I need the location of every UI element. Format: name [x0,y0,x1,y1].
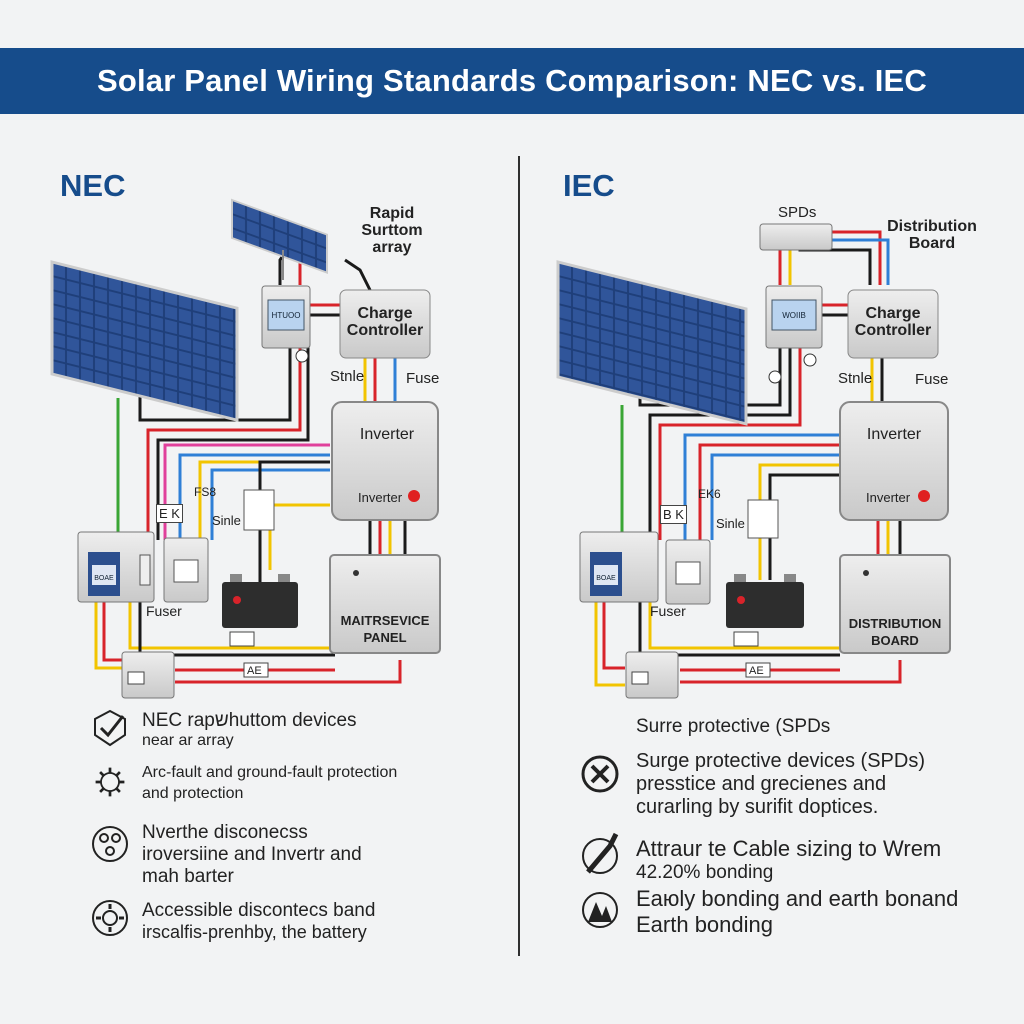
iec-bk-label: B K [660,505,687,524]
iec-connector-2 [745,662,771,678]
gear-plug-icon [92,900,128,936]
iec-inverter-box [839,401,949,521]
nec-note-2-line2: and protection [142,785,244,802]
iec-note-2: Attraur te Cable sizing to Wrem 42.20% b… [636,836,941,884]
nec-note-1-line1: NEC rapשhuttom devices [142,710,357,731]
iec-small-device [747,499,779,539]
nec-inverter-led-label: Inverter [358,490,403,505]
nec-inverter-label: Inverter [359,426,415,443]
nec-ae-label: AE [247,665,262,677]
iec-solar-panel-main [556,260,748,426]
x-circle-icon [581,755,619,793]
iec-note-1: Surge protective devices (SPDs) presstic… [636,750,925,819]
nec-diagram: HTUOO BOAE [50,198,441,699]
nec-sinle-label: Sinle [212,513,241,528]
nec-note-4: Accessible disconteсs band irscalfis-pre… [142,900,375,943]
iec-charge-controller-label: Charge Controller [854,305,932,339]
nec-inverter-box [331,401,439,521]
nec-connector-2 [243,662,269,678]
nec-fuser-label: Fuser [146,603,182,619]
nec-note-1-line2: near ar array [142,732,234,749]
page-title: Solar Panel Wiring Standards Comparison:… [0,48,1024,114]
nec-solar-panel-small [231,198,328,274]
iec-meter-text: WOIIB [782,311,806,320]
gear-shield-icon [95,767,125,797]
iec-rapid-shutdown-device: WOIIB [765,285,823,384]
nec-solar-panel-main [50,260,239,422]
iec-disconnect-box [665,539,711,605]
nec-rapid-shutdown-device: HTUOO [261,285,311,363]
nec-meter [121,651,175,699]
nec-note-2: Arc-fault and ground-fault protection an… [142,764,397,803]
iec-note-2-line1: Attraur te Cable sizing to Wrem [636,836,942,861]
center-divider [518,156,520,956]
iec-meter [625,651,679,699]
iec-stnle-label: Stnle [838,370,873,387]
nec-note-3-line3: mah barter [142,866,234,887]
iec-ae-label: AE [749,665,764,677]
nec-small-device [243,489,275,531]
nec-fuse-label: Fuse [406,370,440,387]
nec-rapid-shutdown-label: Rapid Surttom array [361,205,423,256]
nec-connector-1 [229,631,255,647]
nec-disconnect-box [163,537,209,603]
nec-note-2-line1: Arc-fault and ground-fault protection [142,764,398,781]
nec-note-4-line2: irscalfis-prenhby, the battery [142,922,367,942]
nec-panel-label: MAITRSEVICE PANEL [340,613,430,645]
iec-diagram: WOIIB BOAE [556,223,951,699]
iec-battery [726,574,804,628]
iec-distribution-board-box [839,554,951,654]
nec-note-3-line1: Nverthe disconecss [142,822,308,843]
nec-charge-controller-label: Charge Controller [346,305,424,339]
iec-heading: IEC [563,168,615,203]
nec-breaker-text: BOAE [94,575,114,582]
iec-note-1-line2: presstice and grecienes and [636,773,887,795]
iec-inverter-label: Inverter [866,426,922,443]
iec-note-3-line2: Earth bonding [636,912,773,937]
iec-note-3: Eaюly bonding and earth bonand Earth bon… [636,886,958,938]
iec-fuser-label: Fuser [650,603,686,619]
iec-note-1-line1: Surge protective devices (SPDs) [636,750,926,772]
iec-breaker-text: BOAE [596,575,616,582]
nec-note-4-line1: Accessible disconteсs band [142,900,376,921]
iec-fuse-label: Fuse [915,371,949,388]
iec-note-0: Surre protective (SPDs [636,716,831,737]
iec-note-3-line1: Eaюly bonding and earth bonand [636,886,959,911]
nec-stnle-label: Stnle [330,368,365,385]
iec-board-label: DISTRIBUTION BOARD [848,616,942,648]
nec-main-service-panel [329,554,441,654]
iec-spd-device [759,223,833,251]
iec-note-2-line2: 42.20% bonding [636,862,774,883]
checkmark-badge-icon [94,709,126,747]
nec-heading: NEC [60,168,126,203]
nec-battery [222,574,298,628]
cable-tool-icon [582,832,619,874]
connector-nodes-icon [92,826,128,862]
nec-fs8-label: FS8 [194,485,217,499]
iec-inverter-led-label: Inverter [866,490,911,505]
iec-note-1-line3: curarling by surifit doptices. [636,796,879,818]
nec-note-1: NEC rapשhuttom devices near ar array [142,710,357,750]
nec-charge-controller-box [339,289,431,359]
iec-breaker-panel: BOAE [579,531,659,603]
nec-breaker-panel: BOAE [77,531,155,603]
nec-note-3: Nverthe disconecss iroversiine and Inver… [142,822,362,888]
nec-meter-text: HTUOO [272,311,301,320]
nec-ek-label: E K [156,504,183,523]
nec-note-3-line2: iroversiine and Invertr and [142,844,362,865]
iec-charge-controller-box [847,289,939,359]
iec-distribution-label: Distribution Board [887,218,977,252]
iec-spds-label: SPDs [778,204,817,221]
iec-sinle-label: Sinle [716,516,745,531]
iec-ek6-label: EK6 [698,487,721,501]
earth-bonding-icon [582,892,618,928]
iec-connector-1 [733,631,759,647]
